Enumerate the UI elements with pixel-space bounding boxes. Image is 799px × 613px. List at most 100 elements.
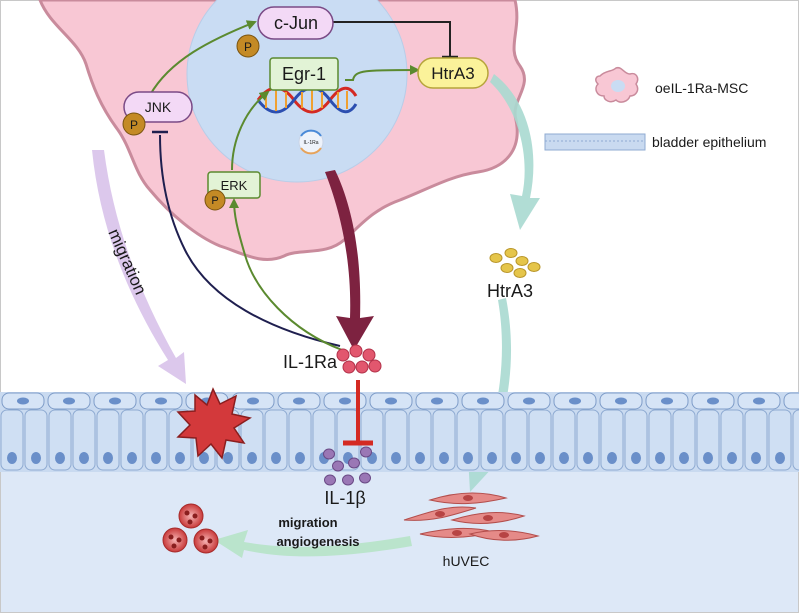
umbrella-cell-nucleus	[17, 397, 29, 405]
basal-cell	[168, 409, 192, 471]
basal-cell	[288, 409, 312, 471]
basal-cell-nucleus	[631, 452, 641, 464]
migration-arrow	[92, 150, 186, 384]
legend-epithelium-label: bladder epithelium	[652, 134, 766, 150]
il1ra-plasmid-icon: IL-1Ra	[298, 129, 324, 155]
basal-cell-nucleus	[103, 452, 113, 464]
basal-cell-nucleus	[583, 452, 593, 464]
basal-cell	[48, 409, 72, 471]
il1ra-label: IL-1Ra	[283, 352, 338, 372]
il1ra-inhibits-jnk	[159, 134, 341, 347]
outcome-arrow	[214, 530, 412, 558]
egr1-label: Egr-1	[282, 64, 326, 84]
legend-msc-label: oeIL-1Ra-MSC	[655, 80, 748, 96]
umbrella-cell-nucleus	[707, 397, 719, 405]
basal-cell	[456, 409, 480, 471]
il1ra-secretion-arrow	[325, 170, 374, 350]
basal-cell-nucleus	[535, 452, 545, 464]
basal-cell-nucleus	[55, 452, 65, 464]
basal-cell-nucleus	[31, 452, 41, 464]
basal-cell-nucleus	[391, 452, 401, 464]
egr1-node: Egr-1	[269, 57, 339, 91]
basal-cell-nucleus	[607, 452, 617, 464]
umbrella-cell-nucleus	[431, 397, 443, 405]
il1b-label: IL-1β	[324, 488, 365, 508]
basal-cell-nucleus	[175, 452, 185, 464]
basal-cell-nucleus	[247, 452, 257, 464]
basal-cell-nucleus	[439, 452, 449, 464]
umbrella-cells	[1, 392, 799, 410]
cjun-phospho: P	[236, 34, 260, 58]
basal-cell-nucleus	[7, 452, 17, 464]
umbrella-cell-nucleus	[569, 397, 581, 405]
cjun-label: c-Jun	[274, 13, 318, 33]
jnk-phospho-label: P	[130, 118, 138, 132]
basal-cell	[408, 409, 432, 471]
basal-cells	[0, 409, 799, 471]
basal-cell	[624, 409, 648, 471]
htra3-protein-label: HtrA3	[487, 281, 533, 301]
umbrella-cell-nucleus	[155, 397, 167, 405]
il1ra-dots	[336, 344, 382, 374]
basal-cell-nucleus	[127, 452, 137, 464]
basal-cell	[720, 409, 744, 471]
outcome-label-migration: migration	[278, 515, 337, 530]
umbrella-cell-nucleus	[293, 397, 305, 405]
basal-cell-nucleus	[559, 452, 569, 464]
basal-cell-nucleus	[79, 452, 89, 464]
umbrella-cell-nucleus	[523, 397, 535, 405]
basal-cell	[696, 409, 720, 471]
htra3-protein-dots	[489, 248, 541, 278]
basal-cell-nucleus	[415, 452, 425, 464]
basal-cell-nucleus	[751, 452, 761, 464]
legend-epithelium-icon	[544, 133, 646, 151]
basal-cell	[792, 409, 799, 471]
umbrella-cell-nucleus	[385, 397, 397, 405]
basal-cell-nucleus	[703, 452, 713, 464]
basal-cell	[504, 409, 528, 471]
basal-cell	[648, 409, 672, 471]
basal-cell	[432, 409, 456, 471]
basal-cell	[552, 409, 576, 471]
red-blood-cell	[178, 503, 204, 529]
basal-cell	[96, 409, 120, 471]
jnk-to-cjun-arrow	[149, 20, 257, 96]
basal-cell-nucleus	[463, 452, 473, 464]
erk-label: ERK	[221, 178, 248, 193]
basal-cell-nucleus	[487, 452, 497, 464]
umbrella-cell-nucleus	[615, 397, 627, 405]
basal-cell-nucleus	[295, 452, 305, 464]
basal-cell	[600, 409, 624, 471]
basal-cell	[120, 409, 144, 471]
erk-to-egr1-arrow	[231, 90, 270, 171]
basal-cell-nucleus	[271, 452, 281, 464]
jnk-label: JNK	[145, 99, 172, 115]
umbrella-cell-nucleus	[753, 397, 765, 405]
basal-cell-nucleus	[655, 452, 665, 464]
red-blood-cell	[193, 528, 219, 554]
htra3-gene-node: HtrA3	[417, 57, 489, 89]
red-blood-cell	[162, 527, 188, 553]
umbrella-cell-nucleus	[477, 397, 489, 405]
umbrella-cell-nucleus	[63, 397, 75, 405]
il1ra-activates-erk	[229, 198, 343, 351]
umbrella-cell-nucleus	[109, 397, 121, 405]
bladder-epithelium	[0, 392, 799, 472]
basal-cell	[0, 409, 24, 471]
il1b-dots	[323, 446, 372, 486]
basal-cell-nucleus	[679, 452, 689, 464]
legend: oeIL-1Ra-MSC bladder epithelium	[544, 66, 766, 151]
cjun-node: c-Jun	[257, 6, 334, 40]
basal-cell	[72, 409, 96, 471]
basal-cell-nucleus	[199, 452, 209, 464]
umbrella-cell-nucleus	[247, 397, 259, 405]
basal-cell	[672, 409, 696, 471]
cjun-phospho-label: P	[244, 40, 252, 54]
migration-arrow-label: migration	[104, 226, 150, 298]
umbrella-cell	[783, 392, 799, 410]
outcome-label-angiogenesis: angiogenesis	[276, 534, 359, 549]
htra3-secretion-arrow	[490, 74, 540, 230]
cjun-inhibits-htra3	[333, 21, 451, 56]
basal-cell-nucleus	[727, 452, 737, 464]
